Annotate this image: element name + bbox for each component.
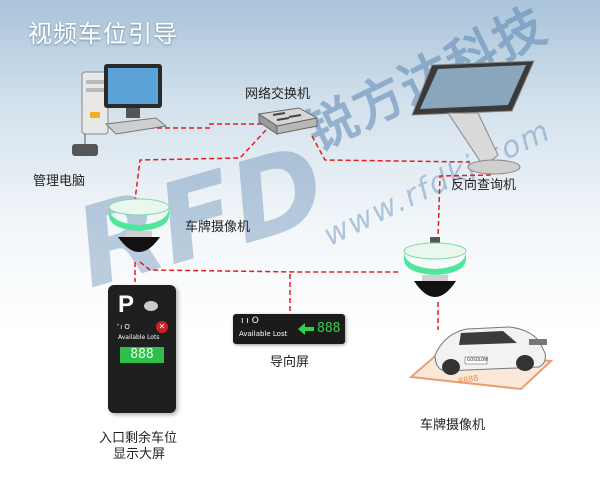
guide-count: 888 bbox=[317, 321, 341, 336]
camera-bottom-label: 车牌摄像机 bbox=[420, 418, 486, 433]
car-small-icon bbox=[144, 301, 158, 311]
arrow-left-icon bbox=[298, 323, 314, 335]
line-cam-network bbox=[139, 261, 400, 273]
entrance-label-line2: 显示大屏 bbox=[113, 447, 166, 462]
entrance-display-board: P ✕ ꜙ ı O Available Lots 888 bbox=[108, 285, 176, 413]
guide-screen-label: 导向屏 bbox=[270, 355, 310, 370]
line-switch-kiosk bbox=[311, 135, 471, 163]
switch-label: 网络交换机 bbox=[245, 87, 311, 102]
line-switch-camera-top bbox=[134, 129, 267, 201]
camera-top-label: 车牌摄像机 bbox=[185, 220, 251, 235]
dome-camera-icon bbox=[403, 237, 467, 297]
entrance-label-line1: 入口剩余车位 bbox=[99, 431, 178, 446]
guide-screen: ı ı O Available Lost 888 bbox=[233, 314, 345, 344]
parking-logo: P bbox=[118, 291, 135, 318]
dome-camera-icon bbox=[108, 198, 170, 252]
pc-label: 管理电脑 bbox=[33, 174, 86, 189]
entrance-icons: ꜙ ı O bbox=[118, 323, 130, 331]
entrance-caption: Available Lots bbox=[118, 334, 160, 341]
computer-icon bbox=[72, 64, 168, 156]
network-switch-icon bbox=[257, 107, 319, 135]
line-switch-pc bbox=[140, 123, 262, 129]
kiosk-icon bbox=[411, 60, 535, 175]
page-title: 视频车位引导 bbox=[28, 20, 178, 48]
car-plate: GOSOLOW bbox=[467, 357, 489, 362]
guide-caption: Available Lost bbox=[239, 330, 288, 338]
no-parking-icon: ✕ bbox=[156, 321, 168, 333]
guide-icons: ı ı O bbox=[241, 316, 259, 326]
entrance-count: 888 bbox=[120, 347, 164, 363]
kiosk-label: 反向查询机 bbox=[451, 178, 517, 193]
car-icon bbox=[408, 326, 554, 390]
